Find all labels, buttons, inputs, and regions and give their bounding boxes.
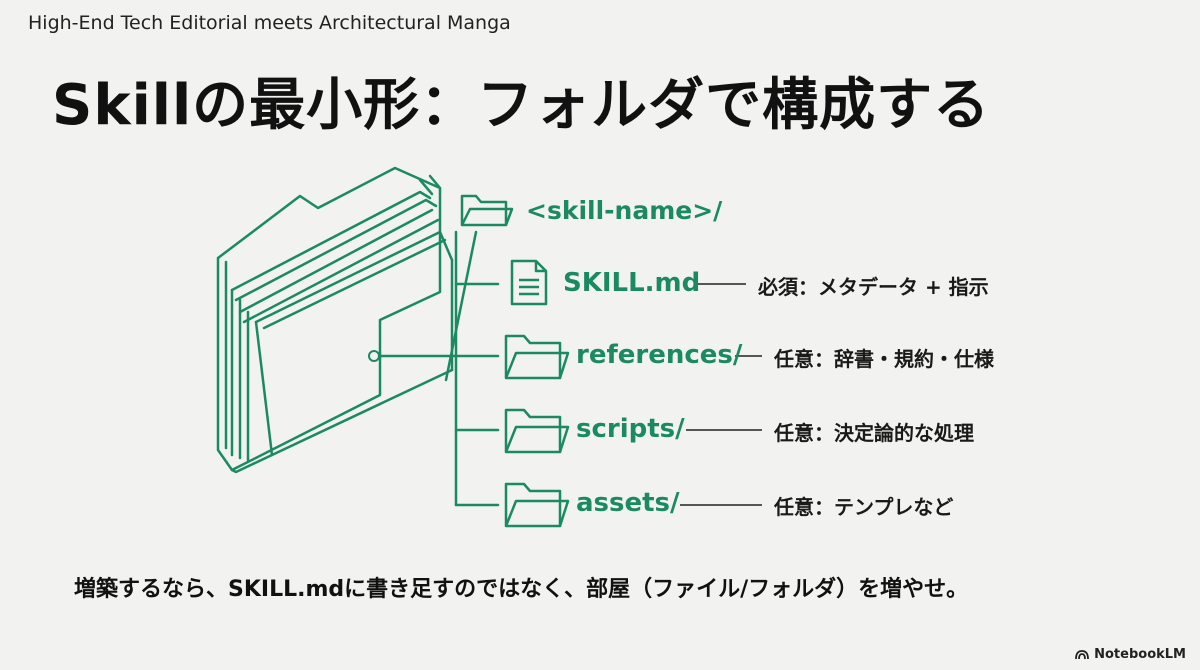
tree-item-description: 任意：テンプレなど xyxy=(774,495,954,519)
folder-icon xyxy=(504,408,570,454)
tree-item-description: 任意：辞書・規約・仕様 xyxy=(774,347,994,371)
brand-badge: NotebookLM xyxy=(1075,647,1186,662)
notebooklm-logo-icon xyxy=(1075,650,1090,660)
folder-icon xyxy=(504,482,570,528)
page-title: Skillの最小形：フォルダで構成する xyxy=(52,73,991,138)
pointer-dot xyxy=(368,350,380,362)
tagline: High-End Tech Editorial meets Architectu… xyxy=(28,12,511,34)
tree-item-label: assets/ xyxy=(576,488,680,518)
root-folder-label: <skill-name>/ xyxy=(526,196,723,225)
large-folder-illustration xyxy=(216,166,454,474)
tree-item-label: SKILL.md xyxy=(563,268,701,298)
root-folder-icon xyxy=(460,194,514,227)
tree-item-label: scripts/ xyxy=(576,414,685,444)
tree-item-label: references/ xyxy=(576,340,743,370)
brand-name: NotebookLM xyxy=(1094,647,1186,662)
tree-item-description: 必須：メタデータ + 指示 xyxy=(758,275,989,299)
footer-message: 増築するなら、SKILL.mdに書き足すのではなく、部屋（ファイル/フォルダ）を… xyxy=(74,577,969,602)
tree-item-description: 任意：決定論的な処理 xyxy=(774,421,974,445)
folder-icon xyxy=(504,334,570,380)
document-icon xyxy=(510,259,548,306)
